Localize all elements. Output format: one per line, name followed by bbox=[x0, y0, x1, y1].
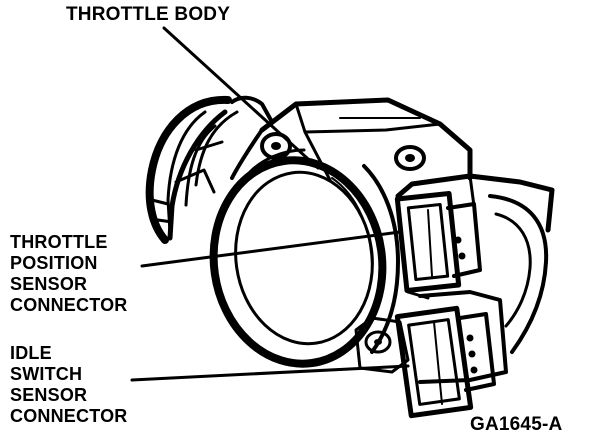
throttle-body-label: THROTTLE BODY bbox=[66, 4, 231, 25]
idle-label-line-3: SENSOR bbox=[10, 385, 88, 405]
tps-label-line-1: THROTTLE bbox=[10, 232, 108, 252]
air-inlet-bore bbox=[209, 148, 400, 368]
idle-switch-connector-label: IDLE SWITCH SENSOR CONNECTOR bbox=[10, 343, 127, 427]
figure-id-label: GA1645-A bbox=[470, 414, 563, 435]
leader-lines bbox=[130, 26, 410, 382]
idle-label-line-2: SWITCH bbox=[10, 364, 83, 384]
tps-label-line-3: SENSOR bbox=[10, 274, 88, 294]
tps-label-line-2: POSITION bbox=[10, 253, 98, 273]
idle-label-line-1: IDLE bbox=[10, 343, 52, 363]
idle-switch-sensor bbox=[394, 290, 508, 419]
throttle-linkage bbox=[145, 95, 274, 244]
throttle-body-leader bbox=[162, 26, 320, 170]
throttle-position-sensor bbox=[394, 173, 555, 354]
idle-switch-leader bbox=[130, 364, 410, 382]
tps-leader bbox=[140, 230, 402, 268]
idle-label-line-4: CONNECTOR bbox=[10, 406, 128, 426]
tps-label-line-4: CONNECTOR bbox=[10, 295, 128, 315]
tps-connector-label: THROTTLE POSITION SENSOR CONNECTOR bbox=[10, 232, 127, 316]
